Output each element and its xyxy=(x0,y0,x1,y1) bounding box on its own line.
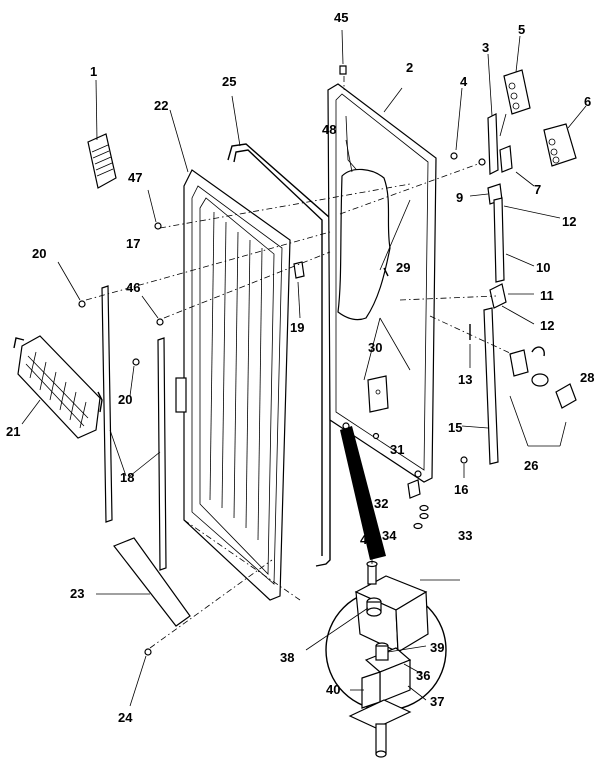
part-16-screw xyxy=(460,456,468,478)
callout-15: 15 xyxy=(448,420,462,435)
callout-32: 32 xyxy=(374,496,388,511)
callout-29: 29 xyxy=(396,260,410,275)
callout-23: 23 xyxy=(70,586,84,601)
callout-25: 25 xyxy=(222,74,236,89)
callout-22: 22 xyxy=(154,98,168,113)
callout-34: 34 xyxy=(382,528,397,543)
part-46-screw xyxy=(141,295,164,326)
callout-1: 1 xyxy=(90,64,97,79)
part-33-washer xyxy=(419,504,429,520)
callout-36: 36 xyxy=(416,668,430,683)
callout-20b: 20 xyxy=(118,392,132,407)
part-45-screw xyxy=(339,29,347,75)
part-28-key xyxy=(555,383,577,409)
callout-12b: 12 xyxy=(540,318,554,333)
callout-9: 9 xyxy=(456,190,463,205)
part-15-handle-lower xyxy=(461,307,499,465)
callout-40: 40 xyxy=(326,682,340,697)
callout-38: 38 xyxy=(280,650,294,665)
part-20-screw-lower xyxy=(129,358,140,397)
part-23-shelf xyxy=(96,537,191,627)
part-20-screw-upper xyxy=(57,261,86,308)
part-1-manual xyxy=(87,79,117,189)
callout-24: 24 xyxy=(118,710,133,725)
alignment-lines xyxy=(85,76,513,649)
callout-6: 6 xyxy=(584,94,591,109)
part-4-screw xyxy=(450,87,463,160)
callout-30: 30 xyxy=(368,340,382,355)
callout-33: 33 xyxy=(458,528,472,543)
part-34-washer xyxy=(413,522,423,530)
part-24-screw xyxy=(129,648,152,707)
part-5-handle-clip xyxy=(499,35,531,137)
part-3-handle-cap xyxy=(487,53,499,175)
part-29-pin xyxy=(383,267,389,277)
callout-31: 31 xyxy=(390,442,404,457)
part-2-outer-door xyxy=(327,83,437,483)
part-18-rails xyxy=(101,285,167,571)
part-6-handle-clip xyxy=(543,105,587,167)
callout-4: 4 xyxy=(460,74,468,89)
part-47-screw xyxy=(147,189,162,230)
callout-11: 11 xyxy=(540,288,554,303)
callout-18: 18 xyxy=(120,470,134,485)
callout-5: 5 xyxy=(518,22,525,37)
callout-10: 10 xyxy=(536,260,550,275)
callout-37: 37 xyxy=(430,694,444,709)
callout-16: 16 xyxy=(454,482,468,497)
part-48-insulation xyxy=(337,168,391,321)
callout-2: 2 xyxy=(406,60,413,75)
hinge-detail xyxy=(305,546,460,758)
callout-26: 26 xyxy=(524,458,538,473)
part-22-door-panel xyxy=(169,109,291,601)
callout-45: 45 xyxy=(334,10,348,25)
callout-labels: 1 2 3 4 5 6 7 9 10 11 12 12 13 15 16 17 … xyxy=(6,10,594,725)
part-7-spacer xyxy=(478,145,535,187)
callout-46: 46 xyxy=(126,280,140,295)
part-19-clip xyxy=(293,261,305,319)
callout-13: 13 xyxy=(458,372,472,387)
callout-41: 41 xyxy=(360,532,374,547)
callout-39: 39 xyxy=(430,640,444,655)
detail-wedge xyxy=(340,426,386,560)
part-10-handle xyxy=(493,197,561,283)
callout-28: 28 xyxy=(580,370,594,385)
callout-47: 47 xyxy=(128,170,142,185)
callout-48: 48 xyxy=(322,122,336,137)
callout-20a: 20 xyxy=(32,246,46,261)
part-21-bin xyxy=(13,335,103,439)
callout-21: 21 xyxy=(6,424,20,439)
callout-3: 3 xyxy=(482,40,489,55)
callout-7: 7 xyxy=(534,182,541,197)
callout-12a: 12 xyxy=(562,214,576,229)
callout-19: 19 xyxy=(290,320,304,335)
part-32-hinge-pin xyxy=(407,479,421,499)
part-26-lock xyxy=(509,346,567,447)
callout-17: 17 xyxy=(126,236,140,251)
part-11-end-cap xyxy=(489,283,535,325)
